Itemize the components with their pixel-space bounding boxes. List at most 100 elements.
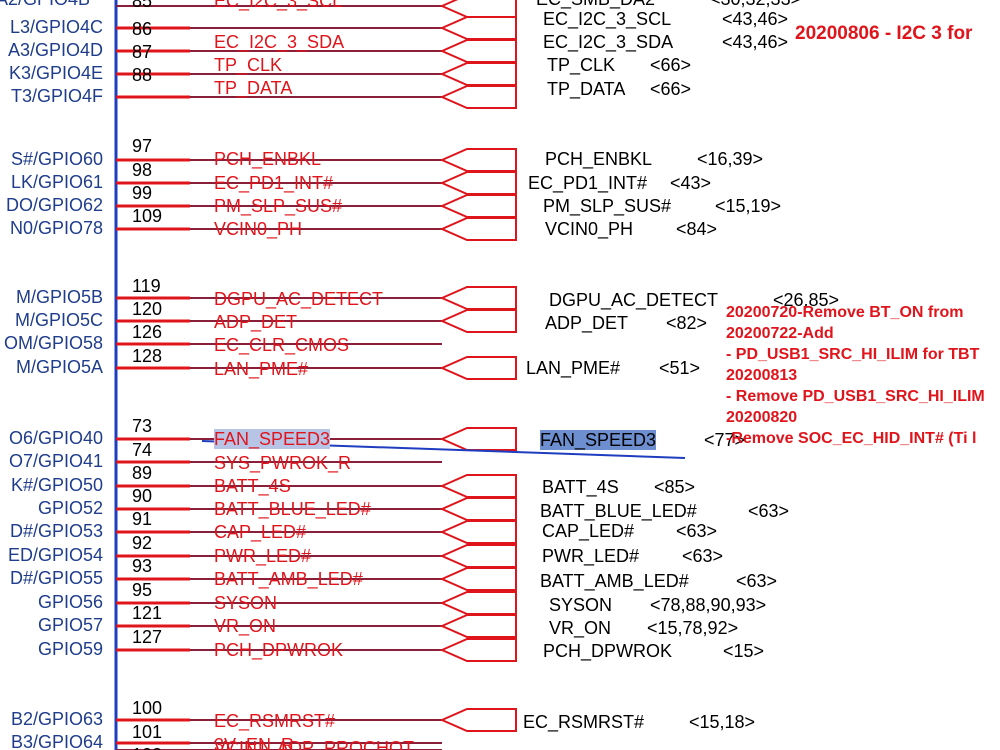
- offpage-refs: <63>: [736, 571, 778, 591]
- net-name: LAN_PME#: [214, 359, 309, 379]
- net-name: ADP_DET: [214, 312, 298, 332]
- offpage-connector: [439, 591, 517, 615]
- offpage-label: EC_RSMRST#: [523, 712, 645, 732]
- net-name: EC_PD1_INT#: [214, 173, 334, 193]
- offpage-refs: <15,78,92>: [647, 618, 739, 638]
- net-name: DGPU_AC_DETECT: [214, 289, 384, 309]
- pin-number: 101: [132, 722, 163, 742]
- offpage-label: PCH_ENBKL: [545, 149, 653, 169]
- net-name: PCH_ENBKL: [214, 149, 322, 169]
- pin-number: 102: [132, 745, 162, 750]
- net-name: PM_SLP_SUS#: [214, 196, 343, 216]
- pin-number: 85: [132, 0, 153, 11]
- pin-number: 109: [132, 206, 163, 226]
- offpage-refs: <66>: [650, 79, 692, 99]
- offpage-label: VCIN0_PH: [545, 219, 634, 239]
- offpage-connector: [439, 309, 517, 333]
- net-name: VCIN1_ADP_PROCHOT: [214, 738, 415, 750]
- offpage-refs: <15,19>: [715, 196, 782, 216]
- net-name: PCH_DPWROK: [214, 640, 344, 660]
- net-name: VR_ON: [214, 616, 277, 636]
- pin-number: 100: [132, 698, 163, 718]
- pin-number: 128: [132, 346, 163, 366]
- offpage-connector: [439, 16, 517, 40]
- offpage-connector: [439, 85, 517, 109]
- net-name: CAP_LED#: [214, 522, 307, 542]
- offpage-refs: <77>: [704, 430, 746, 450]
- offpage-connector: [439, 567, 517, 591]
- offpage-label: EC_SMB_DA2: [536, 0, 655, 9]
- pin-number: 74: [132, 440, 153, 460]
- i2c-note: 20200806 - I2C 3 for: [795, 23, 973, 44]
- offpage-label: BATT_4S: [542, 477, 619, 497]
- pin-label: O6/GPIO40: [8, 428, 103, 448]
- pin-number: 92: [132, 533, 153, 553]
- pin-number: 90: [132, 486, 153, 506]
- net-name: BATT_BLUE_LED#: [214, 499, 371, 519]
- offpage-label: TP_DATA: [547, 79, 626, 99]
- pin-label: M/GPIO5B: [15, 287, 103, 307]
- revision-note: 20200813: [726, 367, 798, 384]
- net-name: BATT_4S: [214, 476, 291, 496]
- pin-label: GPIO52: [37, 498, 103, 518]
- net-name: PWR_LED#: [214, 546, 312, 566]
- net-name: TP_CLK: [214, 55, 283, 75]
- pin-label: M/GPIO5C: [14, 310, 103, 330]
- pin-label: D#/GPIO55: [9, 568, 103, 588]
- pin-label: OM/GPIO58: [3, 333, 103, 353]
- offpage-refs: <82>: [666, 313, 708, 333]
- offpage-connector: [439, 474, 517, 498]
- pin-label: GPIO57: [37, 615, 103, 635]
- offpage-refs: <15,18>: [689, 712, 756, 732]
- offpage-connector: [439, 217, 517, 241]
- offpage-refs: <30,32,33>: [710, 0, 801, 9]
- offpage-refs: <63>: [748, 501, 790, 521]
- net-name: EC_I2C_3_SDA: [214, 32, 345, 52]
- revision-note: 20200720-Remove BT_ON from: [726, 304, 964, 321]
- offpage-refs: <16,39>: [697, 149, 764, 169]
- pin-label: LK/GPIO61: [10, 172, 103, 192]
- offpage-refs: <85>: [654, 477, 696, 497]
- offpage-connector: [439, 171, 517, 195]
- pin-number: 99: [132, 183, 153, 203]
- offpage-connector: [439, 497, 517, 521]
- offpage-label: EC_I2C_3_SCL: [543, 9, 672, 29]
- pin-number: 89: [132, 463, 153, 483]
- pin-label: O7/GPIO41: [8, 451, 103, 471]
- pin-label: ED/GPIO54: [7, 545, 103, 565]
- pin-label: D#/GPIO53: [9, 521, 103, 541]
- offpage-connector: [439, 638, 517, 662]
- pin-label: K#/GPIO50: [10, 475, 103, 495]
- pin-number: 127: [132, 627, 163, 647]
- revision-note: - PD_USB1_SRC_HI_ILIM for TBT: [726, 346, 980, 363]
- pin-number: 91: [132, 509, 153, 529]
- offpage-label: BATT_BLUE_LED#: [540, 501, 697, 521]
- offpage-label: TP_CLK: [547, 55, 616, 75]
- pin-label: B3/GPIO64: [10, 732, 103, 750]
- net-name: SYS_PWROK_R: [214, 453, 352, 473]
- pin-number: 97: [132, 136, 153, 156]
- net-name: TP_DATA: [214, 78, 293, 98]
- offpage-label: PM_SLP_SUS#: [543, 196, 672, 216]
- pin-number: 86: [132, 19, 153, 39]
- net-name: VCIN0_PH: [214, 219, 303, 239]
- offpage-refs: <63>: [682, 546, 724, 566]
- offpage-refs: <43,46>: [722, 32, 789, 52]
- pin-number: 95: [132, 580, 153, 600]
- offpage-label: EC_I2C_3_SDA: [543, 32, 674, 52]
- offpage-connector: [439, 427, 517, 451]
- revision-note: - Remove PD_USB1_SRC_HI_ILIM: [726, 388, 985, 405]
- revision-note: -Remove SOC_EC_HID_INT# (Ti l: [726, 430, 977, 447]
- net-name: EC_CLR_CMOS: [214, 335, 350, 355]
- pin-label: A2/GPIO4B: [0, 0, 90, 9]
- net-name: BATT_AMB_LED#: [214, 569, 363, 589]
- offpage-connector: [439, 708, 517, 732]
- net-name: 3V_EN_R: [214, 735, 295, 750]
- pin-number: 98: [132, 160, 153, 180]
- revision-note: 20200722-Add: [726, 325, 834, 342]
- pin-label: N0/GPIO78: [9, 218, 103, 238]
- offpage-refs: <51>: [659, 358, 701, 378]
- pin-number: 88: [132, 65, 153, 85]
